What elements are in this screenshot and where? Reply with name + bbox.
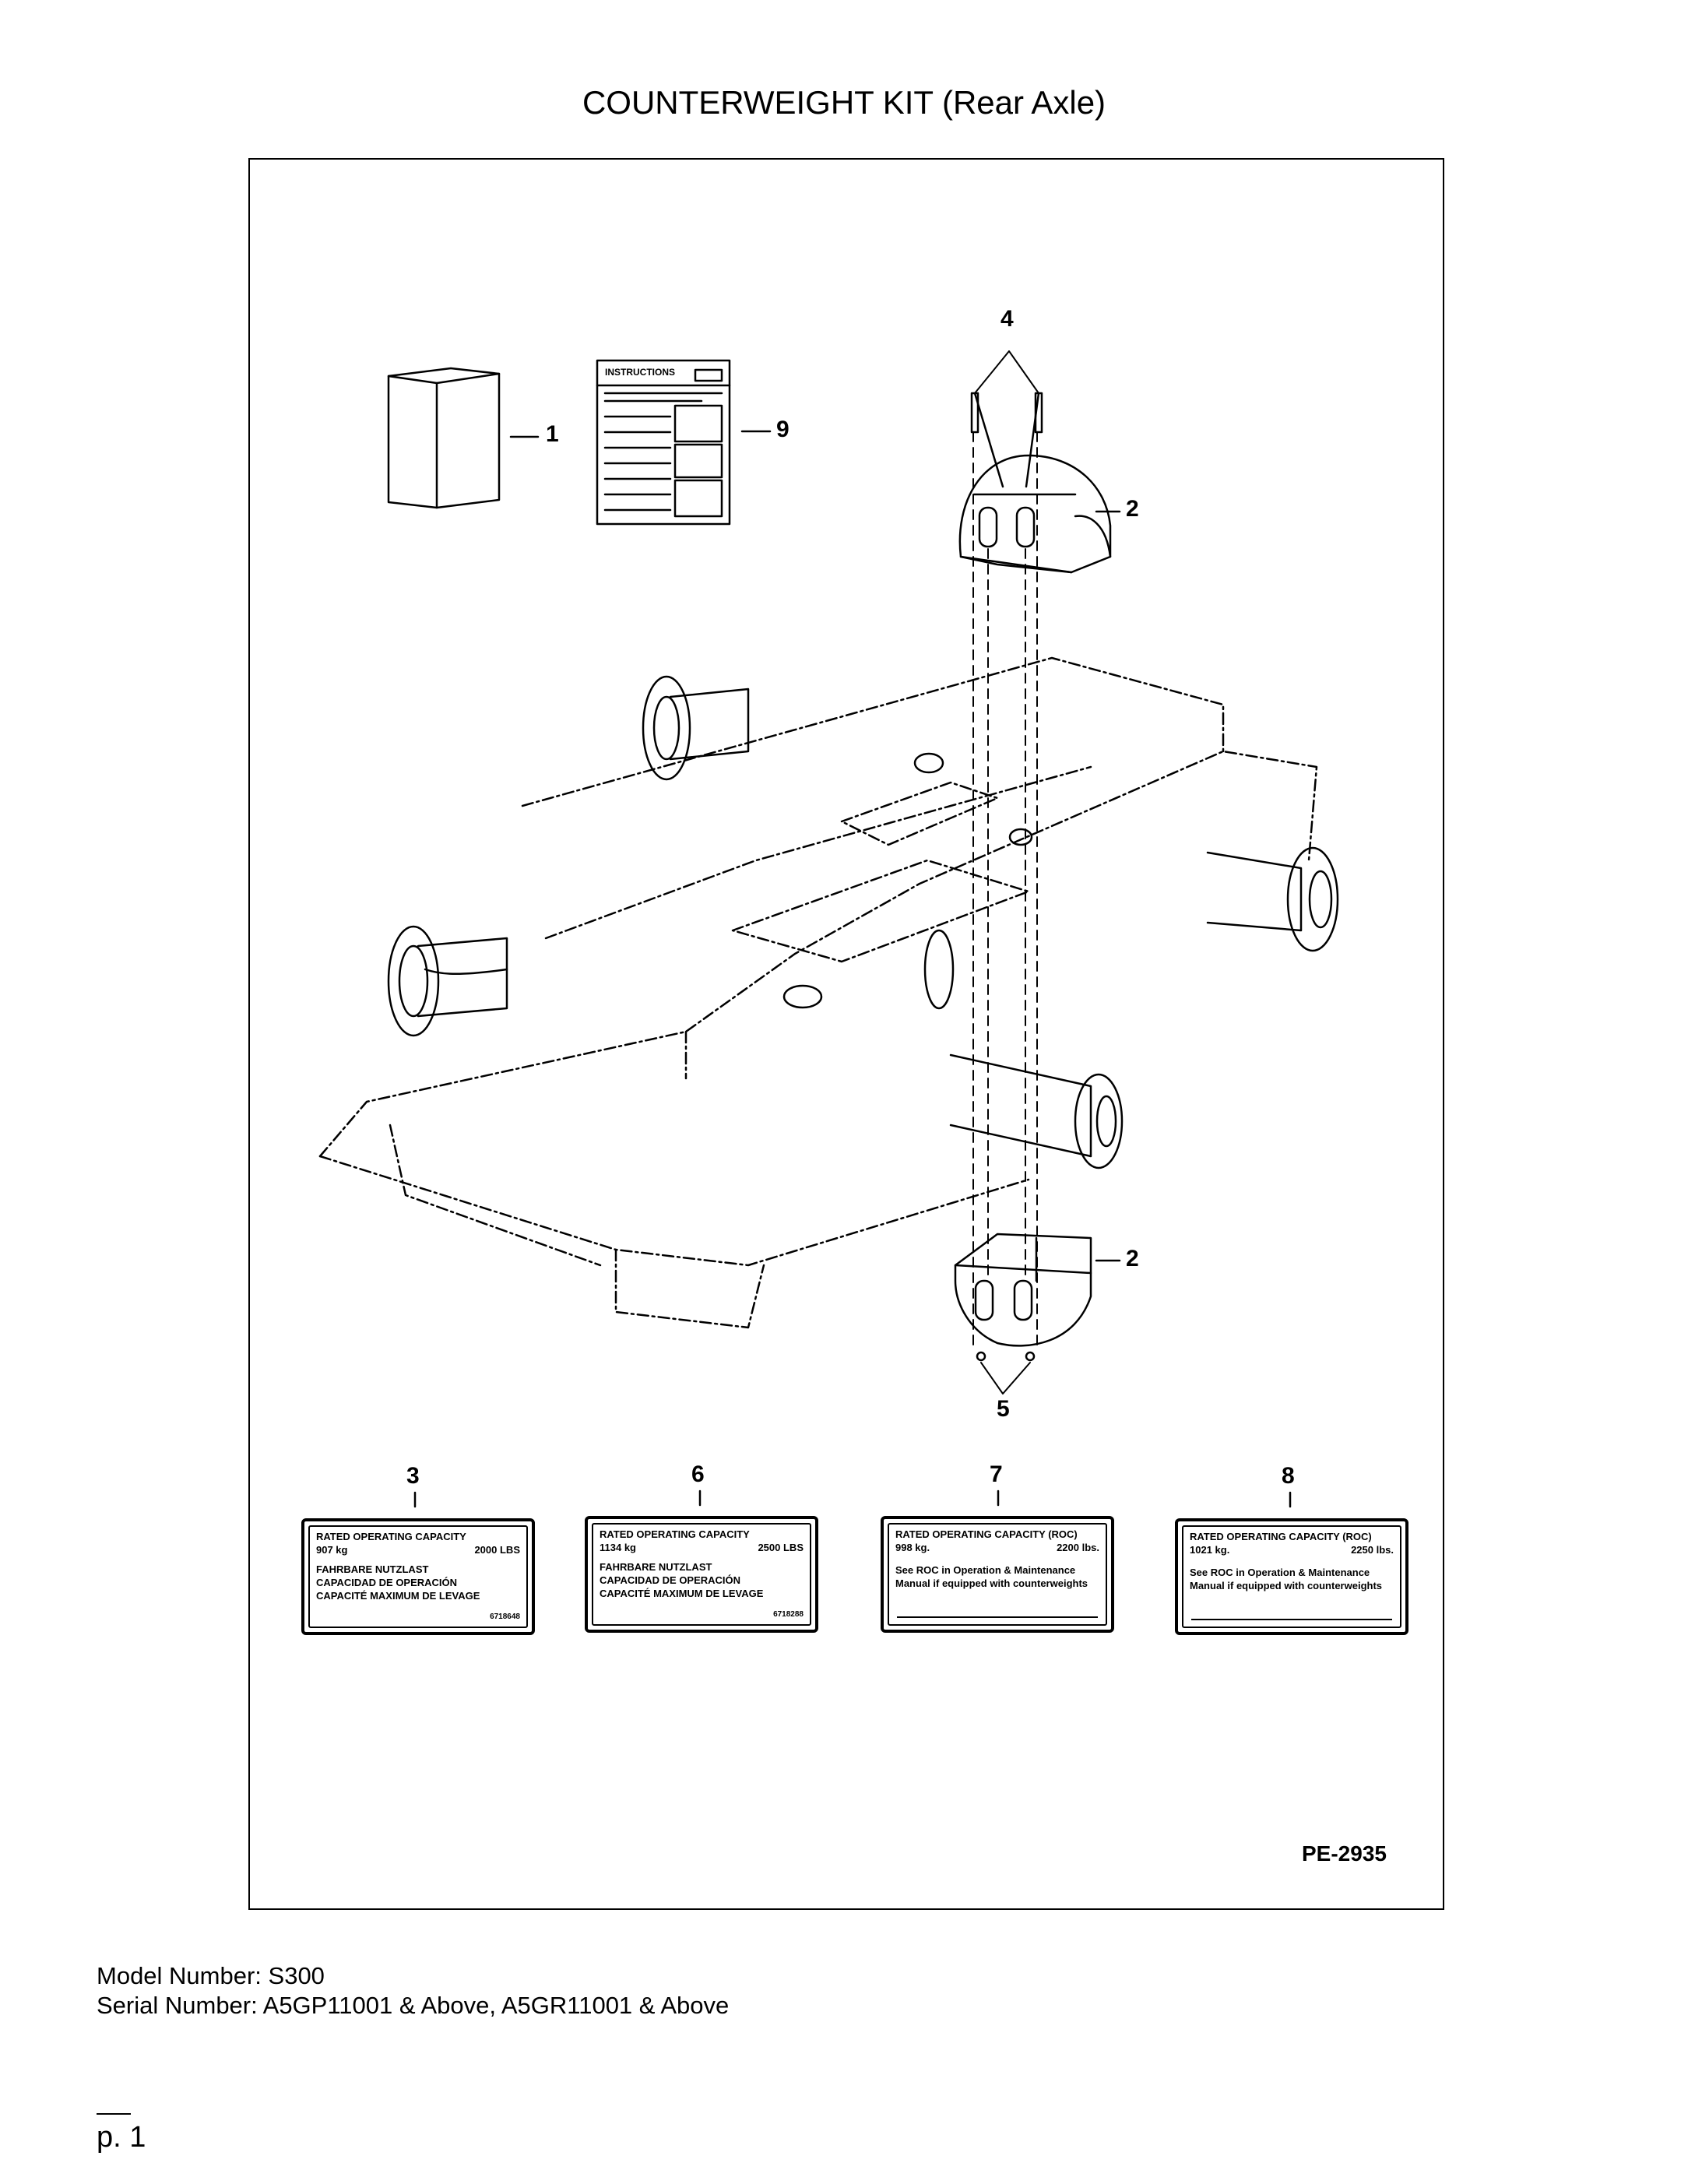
upper-counterweight-drawing bbox=[958, 454, 1112, 574]
lower-counterweight-drawing bbox=[954, 1233, 1092, 1347]
callout-3: 3 bbox=[406, 1463, 420, 1489]
callout-7: 7 bbox=[990, 1461, 1003, 1487]
page-number: p. 1 bbox=[97, 2121, 146, 2154]
decal-item-8: RATED OPERATING CAPACITY (ROC) 1021 kg.2… bbox=[1175, 1518, 1408, 1635]
serial-number: Serial Number: A5GP11001 & Above, A5GR11… bbox=[97, 1992, 730, 2019]
callout-9: 9 bbox=[776, 417, 789, 442]
page-title: COUNTERWEIGHT KIT (Rear Axle) bbox=[582, 84, 1106, 121]
callout-2-lower: 2 bbox=[1126, 1246, 1139, 1271]
callout-2-upper: 2 bbox=[1126, 496, 1139, 522]
instructions-label: INSTRUCTIONS bbox=[605, 367, 675, 378]
callout-1: 1 bbox=[546, 421, 559, 447]
exploded-parts-diagram bbox=[318, 350, 1339, 1508]
callout-5: 5 bbox=[997, 1396, 1010, 1422]
callout-8: 8 bbox=[1282, 1463, 1295, 1489]
parts-diagram-frame: 1 9 4 2 2 5 3 6 7 8 INSTRUCTIONS RATED O… bbox=[248, 158, 1444, 1910]
figure-id: PE-2935 bbox=[1302, 1841, 1387, 1866]
instructions-sheet-drawing bbox=[596, 359, 731, 526]
page-number-rule bbox=[97, 2113, 131, 2115]
kit-box-drawing bbox=[387, 367, 501, 509]
decal-item-7: RATED OPERATING CAPACITY (ROC) 998 kg.22… bbox=[881, 1516, 1114, 1633]
model-number: Model Number: S300 bbox=[97, 1962, 325, 1989]
callout-4: 4 bbox=[1000, 306, 1014, 332]
callout-6: 6 bbox=[691, 1461, 705, 1487]
axle-chassis-drawing bbox=[318, 656, 1318, 1329]
